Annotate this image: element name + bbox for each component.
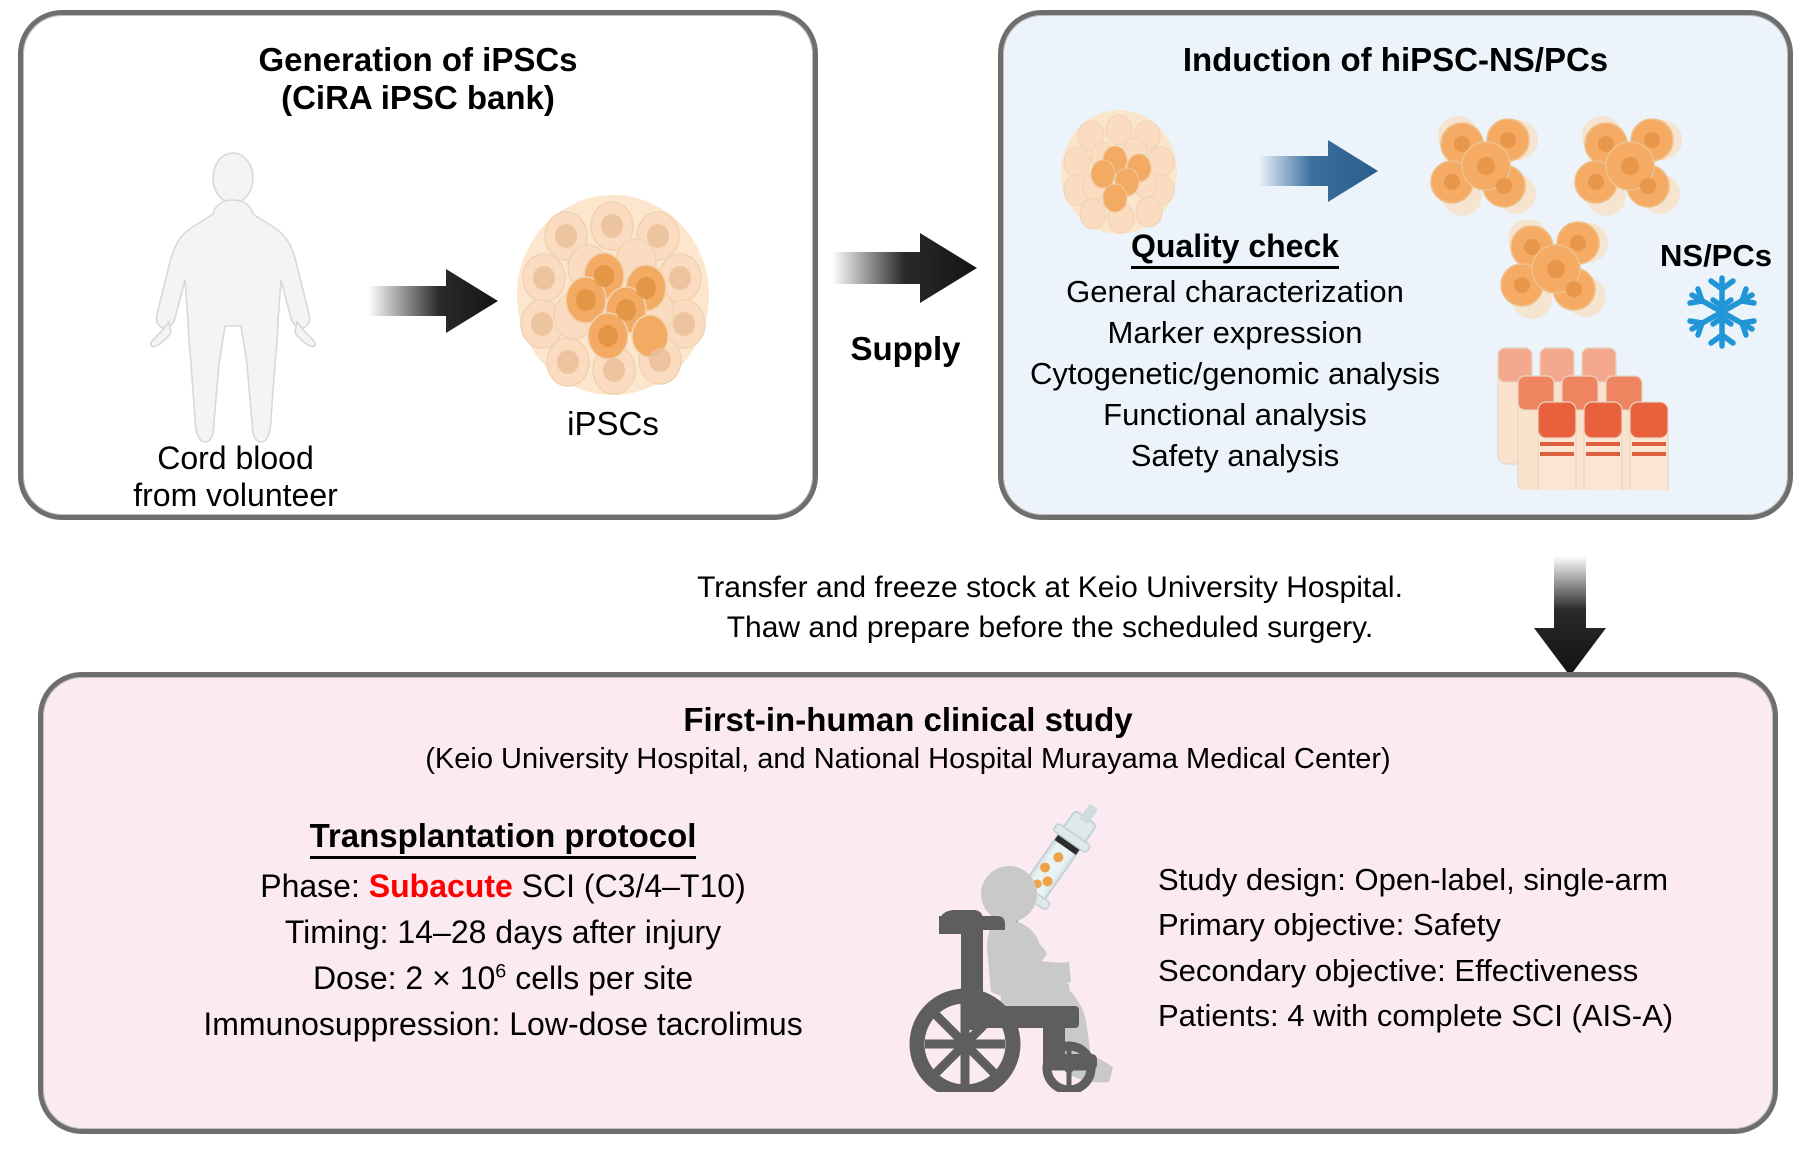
panel-generation-of-ipscs: Generation of iPSCs (CiRA iPSC bank): [18, 10, 818, 520]
transfer-note: Transfer and freeze stock at Keio Univer…: [640, 568, 1460, 647]
wheelchair-wheel-small: [1042, 1041, 1096, 1092]
black-arrow-icon: [368, 269, 498, 333]
nspc-cluster-icon: [1574, 116, 1682, 216]
protocol-dose-prefix: Dose: 2 × 10: [312, 960, 496, 997]
cell-colony-icon-small: [1061, 110, 1177, 234]
black-arrow-down-icon: [1534, 556, 1606, 676]
patients-line: Patients: 4 with complete SCI (AIS-A): [1158, 997, 1674, 1033]
clinical-study-title: First-in-human clinical study: [683, 701, 1133, 738]
quality-check-item: Safety analysis: [1130, 437, 1340, 473]
panel-generation-title: Generation of iPSCs (CiRA iPSC bank): [23, 41, 813, 116]
panel-induction-title: Induction of hiPSC-NS/PCs: [1182, 41, 1609, 78]
protocol-phase-suffix: SCI (C3/4–T10): [512, 868, 746, 904]
supply-label: Supply: [850, 330, 961, 367]
nspc-cluster-icon: [1500, 219, 1608, 319]
wheelchair-wheel-large: [909, 988, 1021, 1092]
protocol-phase-line: Phase: Subacute SCI (C3/4–T10): [113, 863, 893, 909]
secondary-objective-line: Secondary objective: Effectiveness: [1158, 952, 1639, 988]
ipsc-product-label: iPSCs: [567, 405, 659, 442]
quality-check-item: Marker expression: [1107, 314, 1363, 350]
human-body-icon: [150, 152, 316, 443]
primary-objective-line: Primary objective: Safety: [1158, 907, 1501, 943]
blue-arrow-icon: [1258, 140, 1378, 202]
panel-first-in-human-clinical-study: First-in-human clinical study (Keio Univ…: [38, 672, 1778, 1134]
protocol-dose-line: Dose: 2 × 106 cells per site: [113, 955, 893, 1001]
quality-check-item: Cytogenetic/genomic analysis: [1029, 355, 1441, 391]
protocol-phase-prefix: Phase:: [260, 868, 369, 904]
clinical-study-subtitle: (Keio University Hospital, and National …: [425, 743, 1391, 775]
protocol-timing-line: Timing: 14–28 days after injury: [284, 914, 722, 951]
cord-blood-line2: from volunteer: [133, 477, 338, 514]
transfer-note-line2: Thaw and prepare before the scheduled su…: [726, 610, 1374, 644]
protocol-dose-suffix: cells per site: [506, 960, 694, 997]
snowflake-icon: [1687, 275, 1757, 349]
protocol-immunosuppression-line: Immunosuppression: Low-dose tacrolimus: [203, 1006, 803, 1043]
protocol-dose-exponent: 6: [495, 960, 507, 983]
quality-check-item: Functional analysis: [1103, 396, 1367, 432]
cell-colony-icon: [517, 195, 709, 395]
protocol-phase-highlight: Subacute: [368, 868, 513, 904]
transplantation-protocol-block: Transplantation protocol Phase: Subacute…: [113, 817, 893, 1047]
nspc-cluster-icon: [1430, 116, 1538, 216]
transplantation-protocol-heading: Transplantation protocol: [309, 817, 697, 859]
wheelchair-patient-icon: [909, 804, 1113, 1092]
quality-check-block: Quality check General characterization M…: [1020, 228, 1450, 477]
nspc-product-label: NS/PCs: [1660, 238, 1772, 273]
cord-blood-line1: Cord blood: [157, 440, 314, 476]
study-design-block: Study design: Open-label, single-arm Pri…: [1158, 857, 1798, 1038]
cryovial-rack-icon: [1497, 347, 1669, 490]
generation-title-line2: (CiRA iPSC bank): [281, 78, 555, 116]
quality-check-item: General characterization: [1066, 274, 1404, 309]
quality-check-heading: Quality check: [1130, 228, 1340, 269]
cord-blood-source-label: Cord blood from volunteer: [128, 440, 343, 514]
generation-title-line1: Generation of iPSCs: [258, 41, 578, 78]
study-design-line: Study design: Open-label, single-arm: [1158, 862, 1669, 897]
transfer-note-line1: Transfer and freeze stock at Keio Univer…: [697, 571, 1403, 604]
black-arrow-icon-supply: [832, 233, 977, 303]
